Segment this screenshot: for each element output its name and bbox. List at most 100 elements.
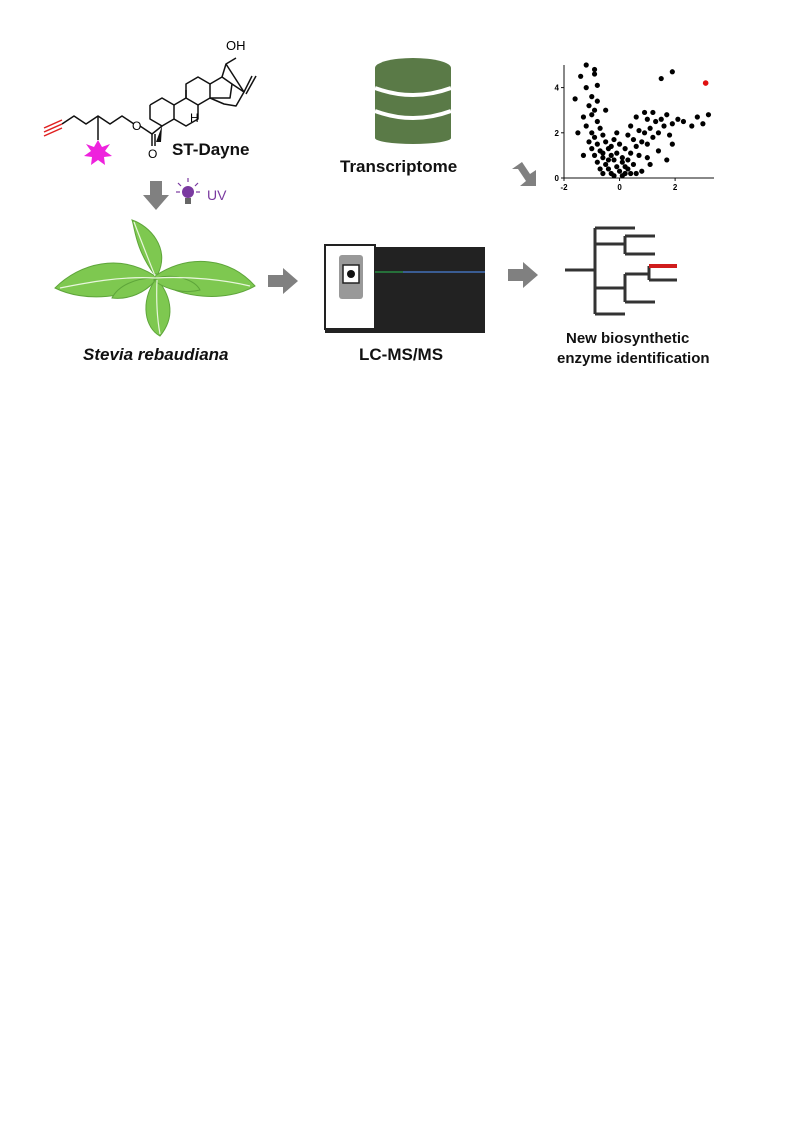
data-point xyxy=(572,96,578,102)
data-point xyxy=(589,146,595,152)
data-point xyxy=(594,159,600,165)
data-point xyxy=(580,114,587,120)
stevia-plant-image xyxy=(50,218,260,343)
data-point xyxy=(644,116,650,122)
data-point xyxy=(669,69,675,75)
data-point xyxy=(639,168,645,174)
hydrogen-label: H xyxy=(190,111,199,125)
data-point xyxy=(603,161,609,168)
data-point xyxy=(636,152,642,158)
lcms-instrument-icon xyxy=(324,244,487,340)
data-point xyxy=(580,152,587,158)
data-point xyxy=(597,166,603,172)
data-point xyxy=(589,130,595,136)
x-tick-label: 0 xyxy=(617,183,622,192)
right-arrow-icon xyxy=(268,268,298,299)
data-point xyxy=(655,148,662,154)
data-point xyxy=(680,118,687,125)
data-point xyxy=(611,136,617,143)
data-point xyxy=(705,112,712,118)
data-point xyxy=(608,152,614,158)
x-tick-label: 2 xyxy=(673,183,678,192)
data-point xyxy=(605,166,612,172)
data-point xyxy=(664,112,670,118)
data-point xyxy=(605,157,612,163)
data-point xyxy=(600,150,606,156)
data-point xyxy=(647,161,653,168)
data-point xyxy=(594,98,600,104)
data-point xyxy=(611,157,617,163)
data-point xyxy=(614,164,620,170)
probe-star-icon xyxy=(84,140,112,165)
carbonyl-oxygen-label: O xyxy=(148,147,157,161)
data-point xyxy=(583,85,589,91)
data-point xyxy=(630,136,637,143)
data-point xyxy=(689,123,695,129)
data-point xyxy=(700,121,706,127)
data-point xyxy=(653,118,659,125)
data-point xyxy=(591,134,598,140)
data-point xyxy=(589,112,595,118)
data-point xyxy=(591,71,598,77)
y-tick-label: 2 xyxy=(555,129,560,138)
hydroxyl-label: OH xyxy=(226,38,246,53)
data-point xyxy=(650,134,656,140)
data-point xyxy=(650,109,656,116)
data-point xyxy=(616,168,623,174)
data-point xyxy=(628,170,634,177)
diagonal-arrow-icon xyxy=(508,160,542,195)
alkyne-group xyxy=(43,119,63,137)
data-point xyxy=(644,155,650,161)
data-point xyxy=(608,143,614,149)
data-point xyxy=(600,155,606,161)
data-point xyxy=(644,141,650,147)
data-point xyxy=(600,170,606,177)
data-point xyxy=(591,107,598,113)
plant-label: Stevia rebaudiana xyxy=(83,345,229,364)
phylogenetic-tree xyxy=(565,222,685,327)
data-point xyxy=(619,155,625,161)
data-point xyxy=(594,118,600,125)
data-point xyxy=(619,159,625,165)
molecule-name: ST-Dayne xyxy=(172,140,250,159)
data-point xyxy=(655,130,662,136)
data-point xyxy=(641,130,648,136)
data-point xyxy=(603,139,609,145)
right-arrow-icon xyxy=(508,262,538,293)
data-point xyxy=(661,123,667,129)
data-point xyxy=(575,130,581,136)
data-point xyxy=(586,139,592,145)
data-point xyxy=(636,127,642,134)
lcms-label: LC-MS/MS xyxy=(359,345,444,364)
data-point xyxy=(628,150,634,156)
data-point xyxy=(616,141,623,147)
enzyme-label-line2: enzyme identification xyxy=(557,350,710,367)
data-point xyxy=(633,143,639,149)
molecule-drawing: OH H O O xyxy=(43,38,257,165)
data-point xyxy=(603,107,609,113)
x-tick-label: -2 xyxy=(560,183,568,192)
data-point xyxy=(614,150,620,156)
enzyme-label-line1: New biosynthetic xyxy=(566,330,690,347)
data-point xyxy=(669,141,675,147)
data-point xyxy=(583,62,589,68)
transcriptome-label: Transcriptome xyxy=(340,157,458,176)
data-point xyxy=(666,132,673,138)
data-point xyxy=(633,114,639,120)
y-tick-label: 0 xyxy=(555,174,560,183)
data-point xyxy=(583,123,589,129)
down-arrow-icon xyxy=(143,181,169,216)
data-point xyxy=(628,123,634,129)
data-point xyxy=(639,139,645,145)
data-point xyxy=(597,125,603,131)
y-tick-label: 4 xyxy=(555,84,560,93)
data-point xyxy=(669,121,675,127)
ester-oxygen-label: O xyxy=(132,119,141,133)
molecule-structure: OH H O O xyxy=(40,20,300,180)
data-point xyxy=(625,157,631,163)
data-point xyxy=(647,125,653,131)
data-point xyxy=(625,132,631,138)
data-point xyxy=(600,132,606,138)
